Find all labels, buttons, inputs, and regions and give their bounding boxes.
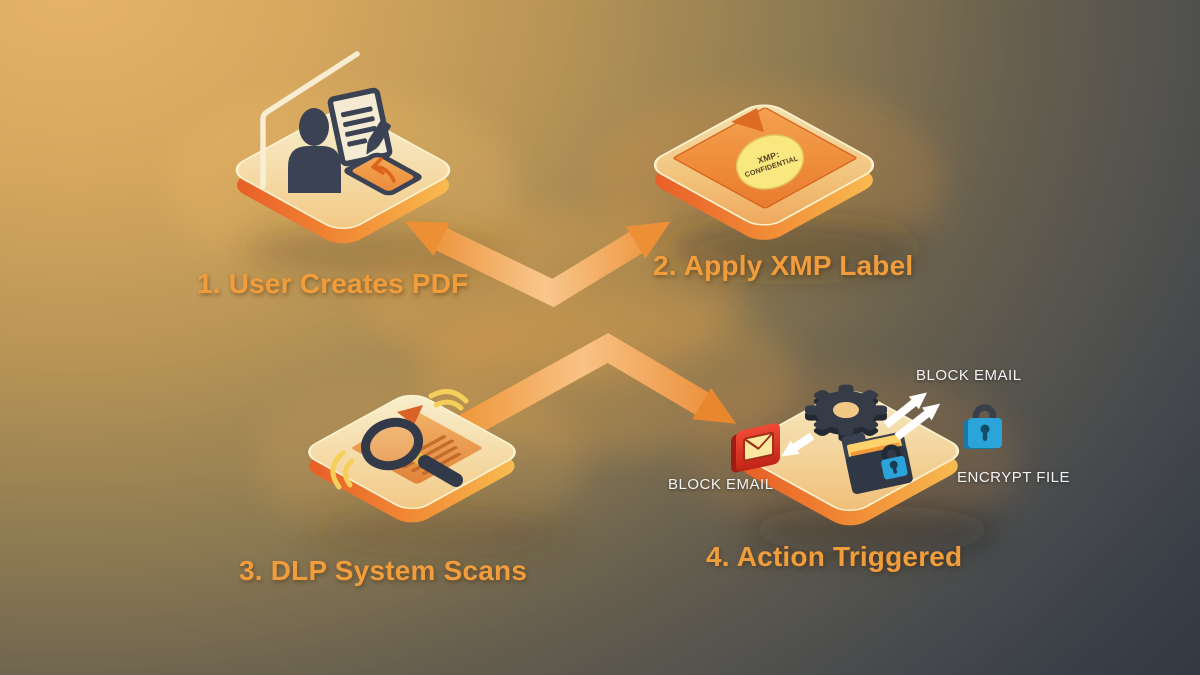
- blocked-email-icon: [731, 423, 780, 473]
- document-flag: [397, 405, 423, 425]
- action-arrows: [781, 392, 941, 457]
- pencil-icon: [366, 120, 391, 155]
- flow-arrow-1-2: [404, 221, 671, 308]
- folded-corner: [731, 108, 764, 132]
- cursor-arrow-icon: [371, 157, 396, 183]
- step-2-label: 2. Apply XMP Label: [653, 250, 914, 281]
- folder-lock-icon: [841, 432, 913, 494]
- block-email-top-label: BLOCK EMAIL: [916, 367, 1022, 384]
- padlock-icon: [963, 404, 1002, 449]
- block-email-arrow-left: [781, 432, 815, 457]
- frame-line: [260, 51, 360, 189]
- step-4-label: 4. Action Triggered: [706, 541, 963, 572]
- block-email-arrow-up-1: [883, 392, 928, 429]
- xmp-confidential-badge: XMP: CONFIDENTIAL: [735, 134, 805, 190]
- tile-shadows: [242, 222, 997, 556]
- tile-1-platform: [235, 110, 451, 244]
- user-icon: [288, 108, 341, 193]
- encrypt-file-label: ENCRYPT FILE: [957, 469, 1070, 486]
- step-1-label: 1. User Creates PDF: [197, 268, 469, 299]
- magnifier-icon: [361, 417, 463, 487]
- tablet-icon: [344, 152, 422, 196]
- xmp-document-icon: XMP: CONFIDENTIAL: [673, 107, 857, 209]
- block-email-arrow-up-2: [894, 403, 941, 441]
- block-email-left-label: BLOCK EMAIL: [668, 476, 774, 493]
- folder-lock-badge: [881, 444, 908, 480]
- gear-icon: [805, 384, 887, 442]
- step-3-label: 3. DLP System Scans: [239, 555, 528, 586]
- flow-arrow-3-4: [445, 333, 737, 446]
- scan-waves: [330, 389, 469, 490]
